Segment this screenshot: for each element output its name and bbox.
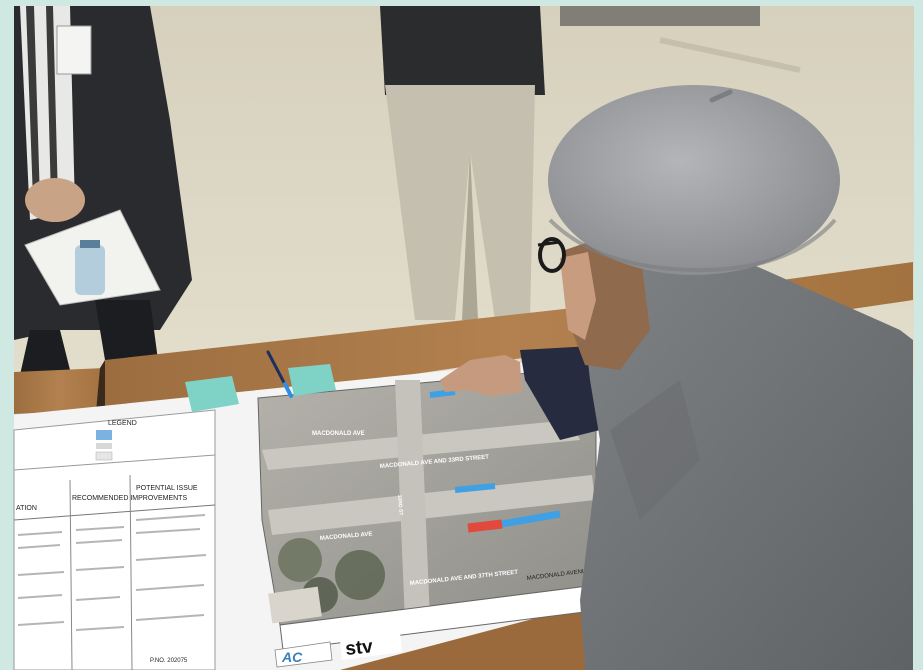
aerial-map: MACDONALD AVE MACDONALD AVE AND 33RD STR… (257, 371, 597, 626)
map-label-side-street: 33RD ST (396, 495, 404, 516)
svg-text:stv: stv (344, 636, 374, 660)
pen-cap (283, 382, 293, 398)
table-header-ation: ATION (16, 505, 37, 512)
map-label-top-street: MACDONALD AVE (312, 431, 365, 437)
blue-marker-top (429, 389, 456, 398)
blue-marker-bottom (501, 510, 561, 528)
table-header-potential-issue: POTENTIAL ISSUE (136, 485, 198, 492)
stv-logo: stv (340, 632, 402, 660)
red-marker (467, 519, 503, 533)
blue-marker-mid (454, 483, 496, 493)
table-header-recommended: RECOMMENDED IMPROVEMENTS (72, 495, 187, 502)
grey-beret (548, 85, 840, 275)
face (560, 252, 596, 340)
sticky-note-right (288, 364, 336, 396)
svg-text:AC: AC (281, 649, 303, 665)
glasses (537, 237, 566, 273)
grey-coat (578, 240, 913, 670)
legend-title: LEGEND (108, 420, 137, 427)
pointing-hand (440, 355, 522, 396)
table-left-segment (14, 368, 105, 414)
ac-logo: AC (274, 641, 333, 668)
floor-mark (659, 37, 801, 73)
table-seam (96, 360, 105, 420)
standing-person-middle (380, 6, 545, 320)
standing-person-left (14, 6, 192, 375)
beret-stalk (709, 89, 733, 103)
seated-woman (440, 85, 913, 670)
sheet-number: P.NO. 202075 (150, 658, 188, 664)
sticky-note-left (185, 376, 239, 412)
map-label-mid-street: MACDONALD AVE (320, 531, 373, 542)
background-furniture (560, 6, 760, 26)
